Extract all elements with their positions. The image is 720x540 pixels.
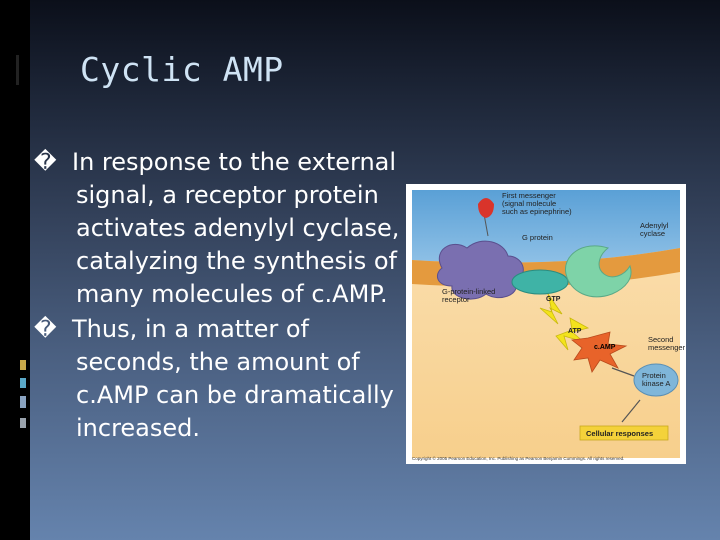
signal-stem xyxy=(483,213,489,237)
slide-body: � In response to the external signal, a r… xyxy=(34,146,414,447)
label-line: Adenylyl xyxy=(640,221,669,230)
protein-kinase-label: Protein kinase A xyxy=(642,372,670,388)
bullet-line: signal, a receptor protein xyxy=(76,181,379,209)
bullet-line: In response to the external xyxy=(72,148,397,176)
adenylyl-cyclase-shape xyxy=(565,245,632,298)
camp-pathway-diagram: First messenger (signal molecule such as… xyxy=(406,184,686,464)
gtp-burst-icon xyxy=(539,293,563,325)
label-line: Second xyxy=(648,335,674,344)
first-messenger-label: First messenger (signal molecule such as… xyxy=(502,192,572,216)
label-line: such as epinephrine) xyxy=(502,207,572,216)
bullet-2: � Thus, in a matter of seconds, the amoun… xyxy=(34,313,414,445)
bullet-line: seconds, the amount of xyxy=(76,348,360,376)
bullet-line: many molecules of c.AMP. xyxy=(76,280,388,308)
accent-bar-blue xyxy=(20,396,26,408)
bullet-glyph: � xyxy=(34,317,57,342)
label-line: messenger xyxy=(648,343,686,352)
atp-label: ATP xyxy=(568,328,582,335)
accent-bar-teal xyxy=(20,378,26,388)
signal-molecule-icon xyxy=(478,198,494,218)
atp-burst-icon xyxy=(555,317,590,351)
copyright-notice: Copyright © 2005 Pearson Education, Inc.… xyxy=(412,456,625,461)
camp-label: c.AMP xyxy=(594,344,616,351)
adenylyl-cyclase-label: Adenylyl cyclase xyxy=(640,222,668,238)
label-line: G-protein-linked xyxy=(442,287,496,296)
diagram-art xyxy=(412,190,680,458)
gtp-label: GTP xyxy=(546,296,561,303)
second-messenger-label: Second messenger xyxy=(648,336,685,352)
title-marker-edge xyxy=(16,55,19,85)
bullet-line: c.AMP can be dramatically xyxy=(76,381,394,409)
g-protein-shape xyxy=(511,269,569,295)
cellular-responses-box xyxy=(579,425,669,441)
bullet-glyph: � xyxy=(34,150,57,175)
label-line: Protein xyxy=(642,371,666,380)
slide-title: Cyclic AMP xyxy=(80,50,284,89)
bullet-line: increased. xyxy=(76,414,201,442)
title-marker xyxy=(16,55,30,85)
protein-kinase-a-shape xyxy=(633,363,679,397)
arrow-kinase-to-response xyxy=(621,399,641,423)
label-line: (signal molecule xyxy=(502,199,557,208)
accent-bar-gray xyxy=(20,418,26,428)
bullet-line: catalyzing the synthesis of xyxy=(76,247,397,275)
left-decorative-strip xyxy=(0,0,30,540)
bullet-1: � In response to the external signal, a r… xyxy=(34,146,414,311)
label-line: cyclase xyxy=(640,229,666,238)
bullet-line: activates adenylyl cyclase, xyxy=(76,214,400,242)
label-line: kinase A xyxy=(642,379,671,388)
accent-bar-gold xyxy=(20,360,26,370)
cellular-responses-label: Cellular responses xyxy=(586,429,654,438)
camp-burst-icon xyxy=(571,331,628,373)
bullet-line: Thus, in a matter of xyxy=(72,315,309,343)
g-protein-label: G protein xyxy=(522,233,553,242)
receptor-label: G-protein-linked receptor xyxy=(442,288,495,304)
arrow-camp-to-kinase xyxy=(611,367,635,377)
label-line: receptor xyxy=(442,295,470,304)
label-line: First messenger xyxy=(502,191,556,200)
